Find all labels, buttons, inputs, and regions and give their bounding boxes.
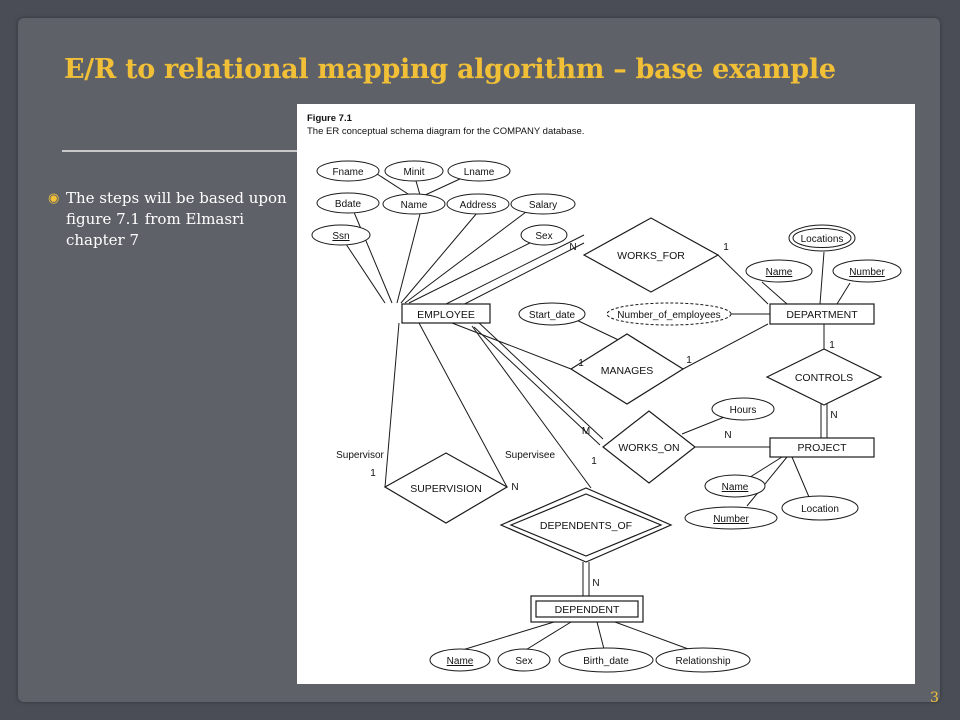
label-project: PROJECT — [797, 442, 847, 454]
dependent-attributes — [429, 647, 751, 673]
cardinality-supervisor: 1 — [370, 468, 376, 479]
cardinality-dependents-of-dependent: N — [592, 578, 599, 589]
attribute-birth-date — [558, 647, 654, 673]
attribute-project-number — [684, 506, 778, 530]
attribute-project-name — [704, 474, 766, 498]
entity-dependent-inner — [535, 600, 639, 618]
employee-attributes — [311, 160, 576, 246]
label-dependent-name: Name — [447, 656, 474, 667]
relationship-dependents-of-inner — [509, 493, 663, 557]
label-department: DEPARTMENT — [786, 309, 858, 321]
project-attributes — [684, 397, 859, 530]
label-birth-date: Birth_date — [583, 656, 629, 667]
entity-employee — [401, 303, 491, 324]
bullet-icon: ◉ — [48, 191, 60, 206]
cardinality-manages-department: 1 — [686, 355, 692, 366]
label-salary: Salary — [529, 200, 557, 211]
connector-lines — [339, 171, 851, 652]
relationship-works-on — [602, 410, 696, 484]
title-underline — [62, 150, 298, 152]
attribute-lname — [447, 160, 511, 182]
label-works-for: WORKS_FOR — [617, 250, 685, 262]
attribute-bdate — [316, 192, 380, 214]
page-number: 3 — [930, 690, 939, 706]
label-start-date: Start_date — [529, 310, 576, 321]
cardinality-controls-department: 1 — [829, 340, 835, 351]
attribute-dependent-name — [429, 648, 491, 672]
er-diagram-figure: Figure 7.1 The ER conceptual schema diag… — [297, 104, 915, 684]
label-location: Location — [801, 504, 839, 515]
label-department-name: Name — [766, 267, 793, 278]
bullet-text: The steps will be based upon figure 7.1 … — [66, 189, 287, 249]
department-attributes — [518, 224, 902, 326]
attribute-minit — [384, 160, 444, 182]
label-department-number: Number — [849, 267, 885, 278]
cardinality-manages-employee: 1 — [578, 358, 584, 369]
entity-department — [769, 303, 875, 325]
attribute-address — [446, 193, 510, 215]
slide-title: E/R to relational mapping algorithm – ba… — [64, 54, 836, 85]
attribute-sex — [520, 224, 568, 246]
attribute-department-name — [745, 259, 813, 283]
cardinality-works-on-employee: M — [582, 426, 590, 437]
attribute-fname — [316, 160, 380, 182]
bullet-point: ◉ The steps will be based upon figure 7.… — [48, 188, 293, 251]
cardinality-dependents-of-employee: 1 — [591, 456, 597, 467]
label-manages: MANAGES — [601, 365, 654, 377]
label-project-number: Number — [713, 514, 749, 525]
relationship-supervision — [383, 452, 509, 524]
label-number-of-employees: Number_of_employees — [617, 310, 720, 321]
attribute-employee-name — [382, 193, 446, 215]
attribute-hours — [711, 397, 775, 421]
attribute-dependent-sex — [497, 648, 551, 672]
attribute-location — [781, 495, 859, 521]
label-locations: Locations — [801, 234, 844, 245]
label-lname: Lname — [464, 167, 495, 178]
role-supervisor: Supervisor — [336, 450, 384, 461]
attribute-department-number — [832, 259, 902, 283]
label-relationship: Relationship — [675, 656, 730, 667]
relationship-works-for — [582, 217, 720, 293]
label-fname: Fname — [332, 167, 364, 178]
attribute-relationship — [655, 647, 751, 673]
label-dependent: DEPENDENT — [555, 604, 620, 616]
label-employee-name: Name — [401, 200, 428, 211]
label-sex: Sex — [535, 231, 552, 242]
entity-project — [769, 437, 875, 458]
label-minit: Minit — [403, 167, 424, 178]
cardinality-works-for-employee: N — [569, 242, 576, 253]
role-supervisee: Supervisee — [505, 450, 555, 461]
label-address: Address — [460, 200, 497, 211]
attribute-ssn — [311, 224, 371, 246]
label-hours: Hours — [730, 405, 757, 416]
figure-label: Figure 7.1 — [307, 113, 353, 124]
relationships — [383, 217, 883, 563]
cardinality-works-for-department: 1 — [723, 242, 729, 253]
cardinality-works-on-project: N — [724, 430, 731, 441]
label-ssn: Ssn — [332, 231, 349, 242]
label-works-on: WORKS_ON — [618, 442, 679, 454]
label-dependents-of: DEPENDENTS_OF — [540, 520, 632, 532]
cardinality-controls-project: N — [830, 410, 837, 421]
attribute-start-date — [518, 302, 586, 326]
cardinality-supervisee: N — [511, 482, 518, 493]
label-employee: EMPLOYEE — [417, 309, 475, 321]
figure-caption: The ER conceptual schema diagram for the… — [307, 126, 584, 137]
attribute-locations — [792, 228, 852, 248]
label-project-name: Name — [722, 482, 749, 493]
label-controls: CONTROLS — [795, 372, 853, 384]
relationship-manages — [569, 333, 685, 405]
label-bdate: Bdate — [335, 199, 362, 210]
attribute-number-of-employees — [606, 302, 732, 326]
attribute-salary — [510, 193, 576, 215]
relationship-controls — [765, 348, 883, 406]
label-supervision: SUPERVISION — [410, 483, 482, 495]
entities — [401, 303, 875, 623]
label-dependent-sex: Sex — [515, 656, 532, 667]
er-diagram-svg: Figure 7.1 The ER conceptual schema diag… — [307, 113, 902, 673]
